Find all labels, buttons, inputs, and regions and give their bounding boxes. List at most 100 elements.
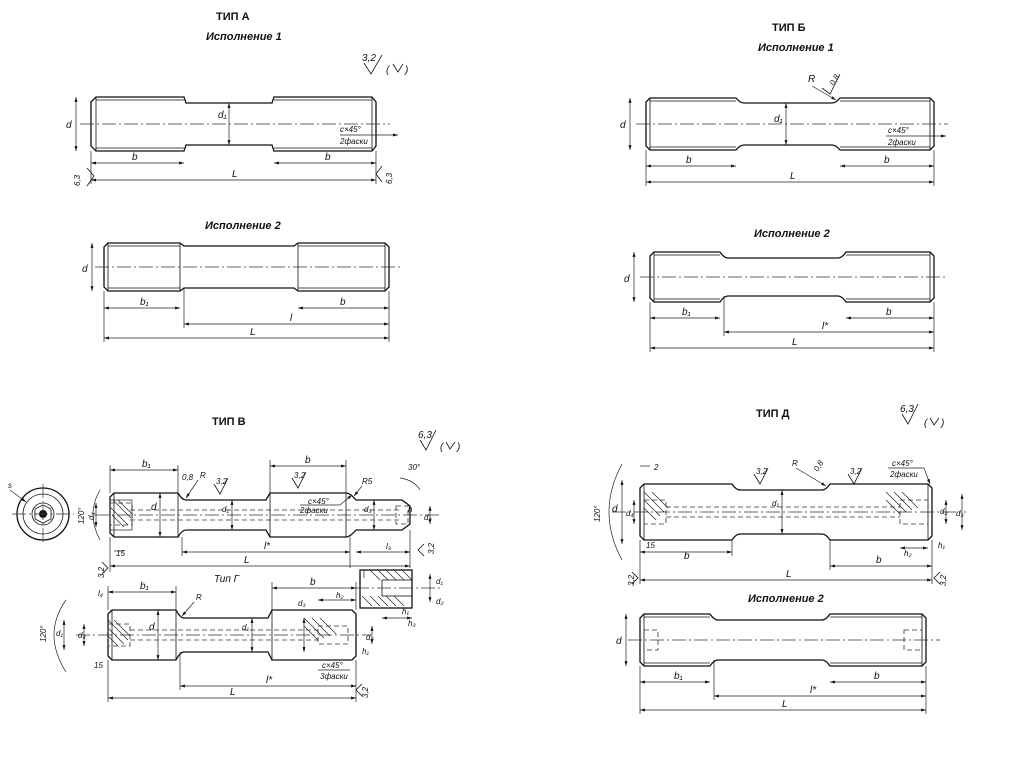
type-v-R5-label: R5 [362, 477, 373, 486]
svg-text:6,3: 6,3 [73, 174, 82, 186]
type-a-v2-d-label: d [82, 264, 88, 275]
type-b-variant1-title: Исполнение 1 [758, 42, 834, 54]
type-v-rough-end-right: 3,2 [427, 542, 436, 554]
type-v-group: ТИП В 6,3 ( ) s [8, 416, 460, 702]
type-v-d4-label: d₄ [87, 512, 96, 520]
type-a-d1-label: d₁ [218, 110, 227, 121]
type-v-l3-label: l₃ [386, 542, 391, 551]
type-g-h1-label: h₁ [362, 647, 369, 656]
svg-text:3,2: 3,2 [294, 471, 306, 480]
svg-text:s: s [8, 481, 12, 490]
type-b-b-left-label: b [686, 155, 692, 166]
type-v-angle120: 120° [77, 507, 86, 524]
type-v-d3-label: d₃ [364, 505, 372, 514]
svg-text:h₁: h₁ [402, 607, 409, 616]
type-a-v2-b-label: b [340, 297, 346, 308]
type-b-v2-l-label: l* [822, 321, 829, 332]
type-a-variant2-title: Исполнение 2 [205, 220, 281, 232]
type-d-rough08: 0,8 [812, 458, 826, 473]
type-g-stud [76, 609, 370, 661]
svg-text:3,2: 3,2 [216, 477, 228, 486]
svg-text:c×45°: c×45° [340, 125, 362, 134]
type-g-R-label: R [196, 593, 202, 602]
type-g-chamfer-note: c×45° 3фаски [318, 661, 350, 681]
type-b-v2-L-label: L [792, 337, 798, 348]
type-d-2-label: 2 [653, 463, 659, 472]
type-a-variant1-title: Исполнение 1 [206, 31, 282, 43]
type-g-d3-label: d₃ [298, 599, 306, 608]
type-d-rough32a: 3,2 [753, 467, 769, 485]
type-g-rough32: 3,2 [361, 686, 370, 698]
type-b-stud-v1 [636, 97, 948, 151]
svg-text:): ) [456, 442, 460, 453]
type-a-b-right-label: b [325, 152, 331, 163]
type-b-radius-note: R 0,8 [808, 72, 842, 101]
type-g-b-label: b [310, 577, 316, 588]
type-b-L-label: L [790, 171, 796, 182]
type-d-15-label: 15 [646, 541, 655, 550]
type-b-title: ТИП Б [772, 22, 806, 34]
type-v-b1-label: b₁ [142, 459, 151, 470]
type-d-roughness-mark: 6,3 ( ) [900, 403, 944, 429]
type-g-d-label: d [149, 622, 155, 633]
type-g-d1-label: d₁ [56, 629, 63, 638]
type-g-l-label: l* [266, 675, 273, 686]
svg-text:2фаски: 2фаски [889, 470, 918, 479]
type-v-rough-end-left: 3,2 [97, 566, 106, 578]
type-v-l-label: l* [264, 541, 271, 552]
type-d-stud [612, 483, 966, 541]
type-a-chamfer-note: c×45° 2фаски [339, 125, 398, 146]
type-a-end-roughness-left: 6,3 [73, 167, 95, 187]
type-d-v2-L-label: L [782, 699, 788, 710]
type-g-l4-label: l₄ [98, 589, 103, 598]
type-g-b1-label: b₁ [140, 581, 149, 592]
svg-text:c×45°: c×45° [308, 497, 330, 506]
type-d-rough32b: 3,2 [847, 467, 863, 485]
svg-text:d₁: d₁ [436, 577, 443, 586]
type-d-chamfer-note: c×45° 2фаски [888, 459, 931, 485]
type-v-b-label: b [305, 455, 311, 466]
type-g-angle120: 120° [39, 625, 48, 642]
type-d-v2-l-label: l* [810, 685, 817, 696]
svg-text:): ) [404, 65, 408, 76]
type-v-end-view: s [8, 481, 74, 545]
svg-text:3,2: 3,2 [756, 467, 768, 476]
type-d-h1-label: h₁ [938, 541, 945, 550]
svg-text:(: ( [386, 65, 391, 76]
type-a-group: ТИП А Исполнение 1 3,2 ( ) d d₁ b b [66, 11, 408, 342]
svg-text:c×45°: c×45° [892, 459, 914, 468]
type-d-h2-label: h₂ [904, 549, 912, 558]
type-d-title: ТИП Д [756, 408, 790, 420]
svg-text:2фаски: 2фаски [299, 506, 328, 515]
svg-text:): ) [940, 418, 944, 429]
type-a-stud-v2 [95, 242, 400, 292]
type-v-stud [95, 492, 440, 538]
type-d-d3-label: d₃ [956, 509, 964, 518]
type-a-roughness-mark: 3,2 ( ) [362, 53, 408, 76]
type-a-d-label: d [66, 120, 72, 131]
type-d-v2-b1-label: b₁ [674, 671, 683, 682]
type-v-15-label: 15 [116, 549, 125, 558]
type-b-stud-v2 [640, 251, 946, 303]
svg-text:6,3: 6,3 [385, 172, 394, 184]
type-d-L-label: L [786, 569, 792, 580]
type-d-d-label: d [612, 504, 618, 515]
type-d-d4-label: d₄ [626, 509, 634, 518]
type-v-L-label: L [244, 555, 250, 566]
type-d-b1-label: b [684, 551, 690, 562]
type-d-v2-d-label: d [616, 636, 622, 647]
type-d-angle120: 120° [593, 505, 602, 522]
type-a-v2-l-label: l [290, 313, 293, 324]
type-v-rough32a: 3,2 [213, 477, 229, 495]
svg-text:6,3: 6,3 [900, 404, 914, 415]
type-v-h-label: h [408, 505, 413, 514]
type-v-chamfer-note: c×45° 2фаски [299, 494, 353, 515]
type-v-rough08: 0,8 [182, 473, 194, 482]
svg-text:R: R [808, 74, 815, 85]
type-d-group: ТИП Д 6,3 ( ) 120° d d₄ 2 d₁ [593, 403, 966, 714]
svg-text:(: ( [924, 418, 929, 429]
type-g-d4-label: d₄ [78, 631, 86, 640]
type-a-b-left-label: b [132, 152, 138, 163]
type-v-roughness-mark: 6,3 ( ) [418, 429, 460, 453]
